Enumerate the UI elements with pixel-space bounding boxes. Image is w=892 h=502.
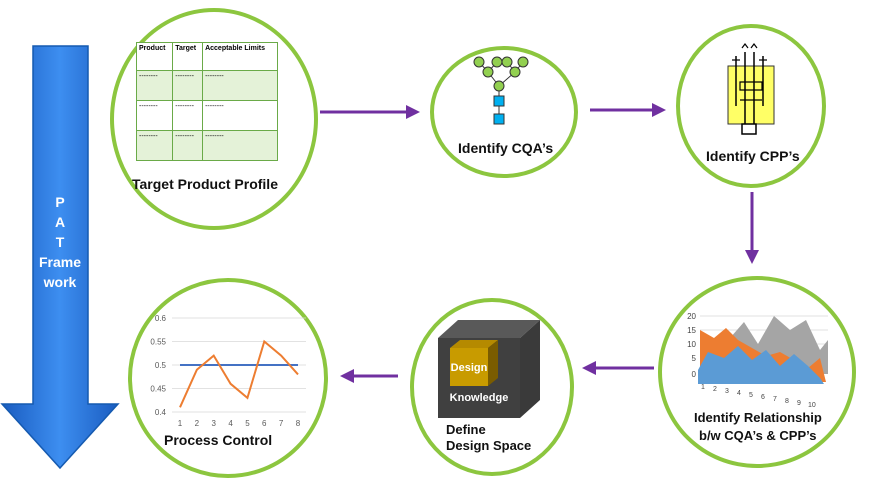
rel-x-tick: 6 — [761, 394, 765, 401]
x-tick-label: 8 — [296, 419, 301, 428]
pat-letter-a: A — [54, 214, 66, 230]
rel-x-tick: 8 — [785, 398, 789, 405]
y-tick-label: 0.6 — [155, 314, 167, 323]
rel-x-tick: 1 — [701, 384, 705, 391]
y-tick-label: 0.5 — [155, 361, 167, 370]
pat-work-text: work — [43, 274, 77, 290]
relationship-label-line2: b/w CQA’s & CPP’s — [699, 428, 817, 443]
tpp-header-limits: Acceptable Limits — [202, 42, 278, 71]
cqa-circle — [430, 46, 578, 178]
x-tick-label: 1 — [178, 419, 183, 428]
rel-y-tick: 20 — [687, 312, 696, 321]
rel-y-tick: 15 — [687, 326, 696, 335]
design-space-label-line2: Design Space — [446, 438, 532, 453]
tpp-cell: -------- — [172, 70, 204, 101]
x-tick-label: 6 — [262, 419, 267, 428]
cqa-label: Identify CQA’s — [458, 140, 554, 156]
arrow-relationship-to-design — [582, 361, 654, 375]
tpp-cell: -------- — [135, 100, 174, 131]
rel-x-tick: 2 — [713, 386, 717, 393]
pat-letter-p: P — [55, 194, 65, 210]
process-control-label: Process Control — [164, 432, 273, 448]
tpp-label: Target Product Profile — [132, 176, 278, 192]
tpp-table: Product Target Acceptable Limits -------… — [135, 42, 278, 161]
arrow-cqa-to-cpp — [590, 103, 666, 117]
x-tick-label: 7 — [279, 419, 284, 428]
rel-x-tick: 9 — [797, 400, 801, 407]
x-tick-label: 4 — [228, 419, 233, 428]
y-tick-label: 0.45 — [150, 385, 166, 394]
y-tick-label: 0.55 — [150, 338, 166, 347]
relationship-label-line1: Identify Relationship — [694, 410, 822, 425]
cpp-label: Identify CPP’s — [706, 148, 800, 164]
glycan-structure-icon — [473, 56, 529, 125]
rel-x-tick: 4 — [737, 390, 741, 397]
rel-x-tick: 3 — [725, 388, 729, 395]
arrow-tpp-to-cqa — [320, 105, 420, 119]
knowledge-outer-text: Knowledge — [449, 392, 509, 404]
tpp-header-product: Product — [135, 42, 174, 71]
x-tick-label: 3 — [211, 419, 216, 428]
x-tick-label: 5 — [245, 419, 250, 428]
area-chart-3d-icon — [698, 315, 828, 384]
design-space-cube-icon — [438, 320, 540, 418]
process-control-chart: 0.4 0.45 0.5 0.55 0.6 1 2 3 4 5 6 7 8 — [150, 314, 306, 428]
tpp-cell: -------- — [202, 130, 278, 161]
tpp-cell: -------- — [172, 130, 204, 161]
bioreactor-icon — [727, 43, 775, 135]
rel-x-tick: 10 — [808, 402, 816, 409]
pat-arrow — [0, 45, 120, 470]
tpp-cell: -------- — [202, 70, 278, 101]
series-line-0 — [179, 339, 299, 408]
design-space-label-line1: Define — [446, 422, 486, 437]
tpp-header-target: Target — [172, 42, 204, 71]
rel-y-tick: 5 — [691, 354, 696, 363]
rel-y-tick: 10 — [687, 340, 696, 349]
y-tick-label: 0.4 — [155, 408, 167, 417]
tpp-cell: -------- — [202, 100, 278, 131]
arrow-design-to-process — [340, 369, 398, 383]
design-inner-text: Design — [450, 362, 488, 374]
rel-x-tick: 7 — [773, 396, 777, 403]
tpp-cell: -------- — [135, 130, 174, 161]
rel-x-tick: 5 — [749, 392, 753, 399]
pat-frame-text: Frame — [38, 254, 82, 270]
rel-y-tick: 0 — [691, 370, 696, 379]
x-tick-label: 2 — [195, 419, 200, 428]
arrow-cpp-to-relationship — [745, 192, 759, 264]
pat-letter-t: T — [55, 234, 65, 250]
tpp-cell: -------- — [172, 100, 204, 131]
tpp-cell: -------- — [135, 70, 174, 101]
